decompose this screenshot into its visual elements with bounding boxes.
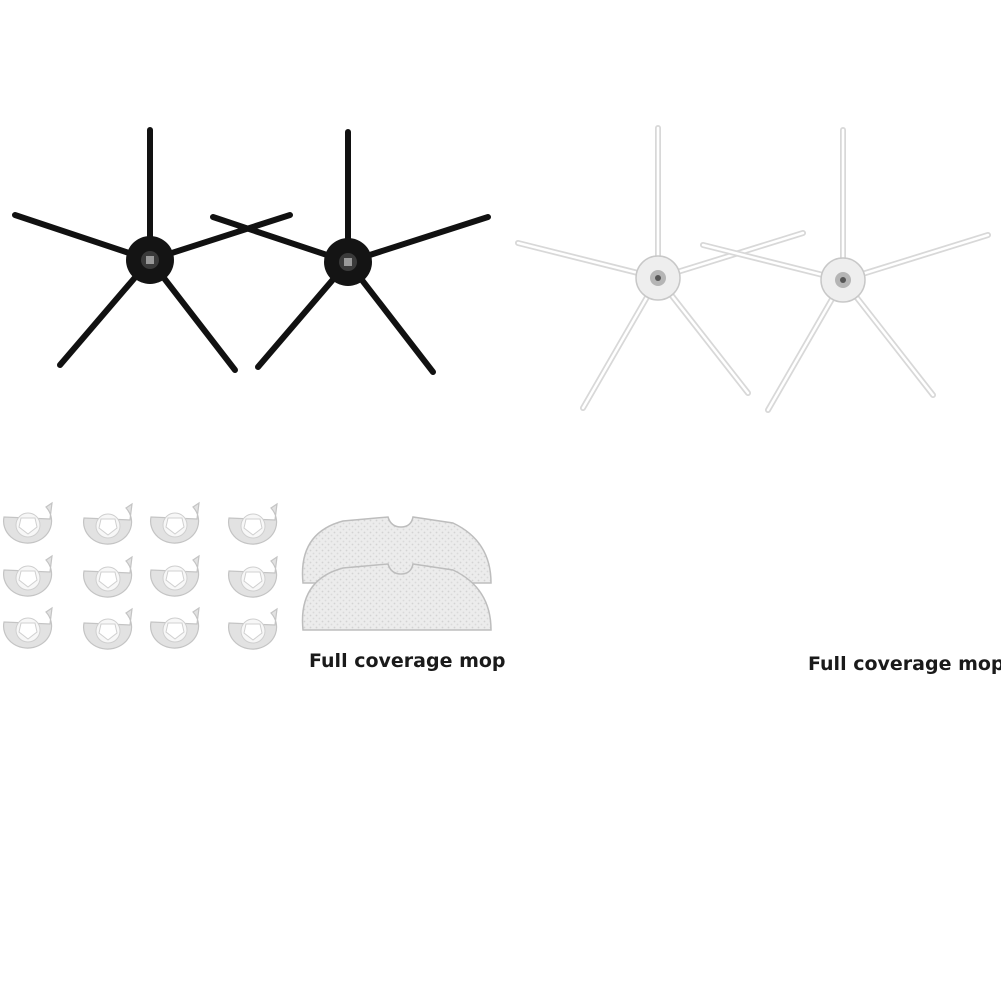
water-tank-filters-left	[2, 502, 278, 650]
side-brush-white-1	[518, 128, 803, 408]
mop-caption-left: Full coverage mop	[309, 650, 506, 672]
mop-cloths-left	[301, 516, 492, 631]
side-brush-white-2	[703, 130, 988, 410]
side-brush-black-2	[213, 132, 488, 372]
mop-caption-right: Full coverage mop	[808, 653, 1001, 675]
side-brush-black-1	[15, 130, 290, 370]
